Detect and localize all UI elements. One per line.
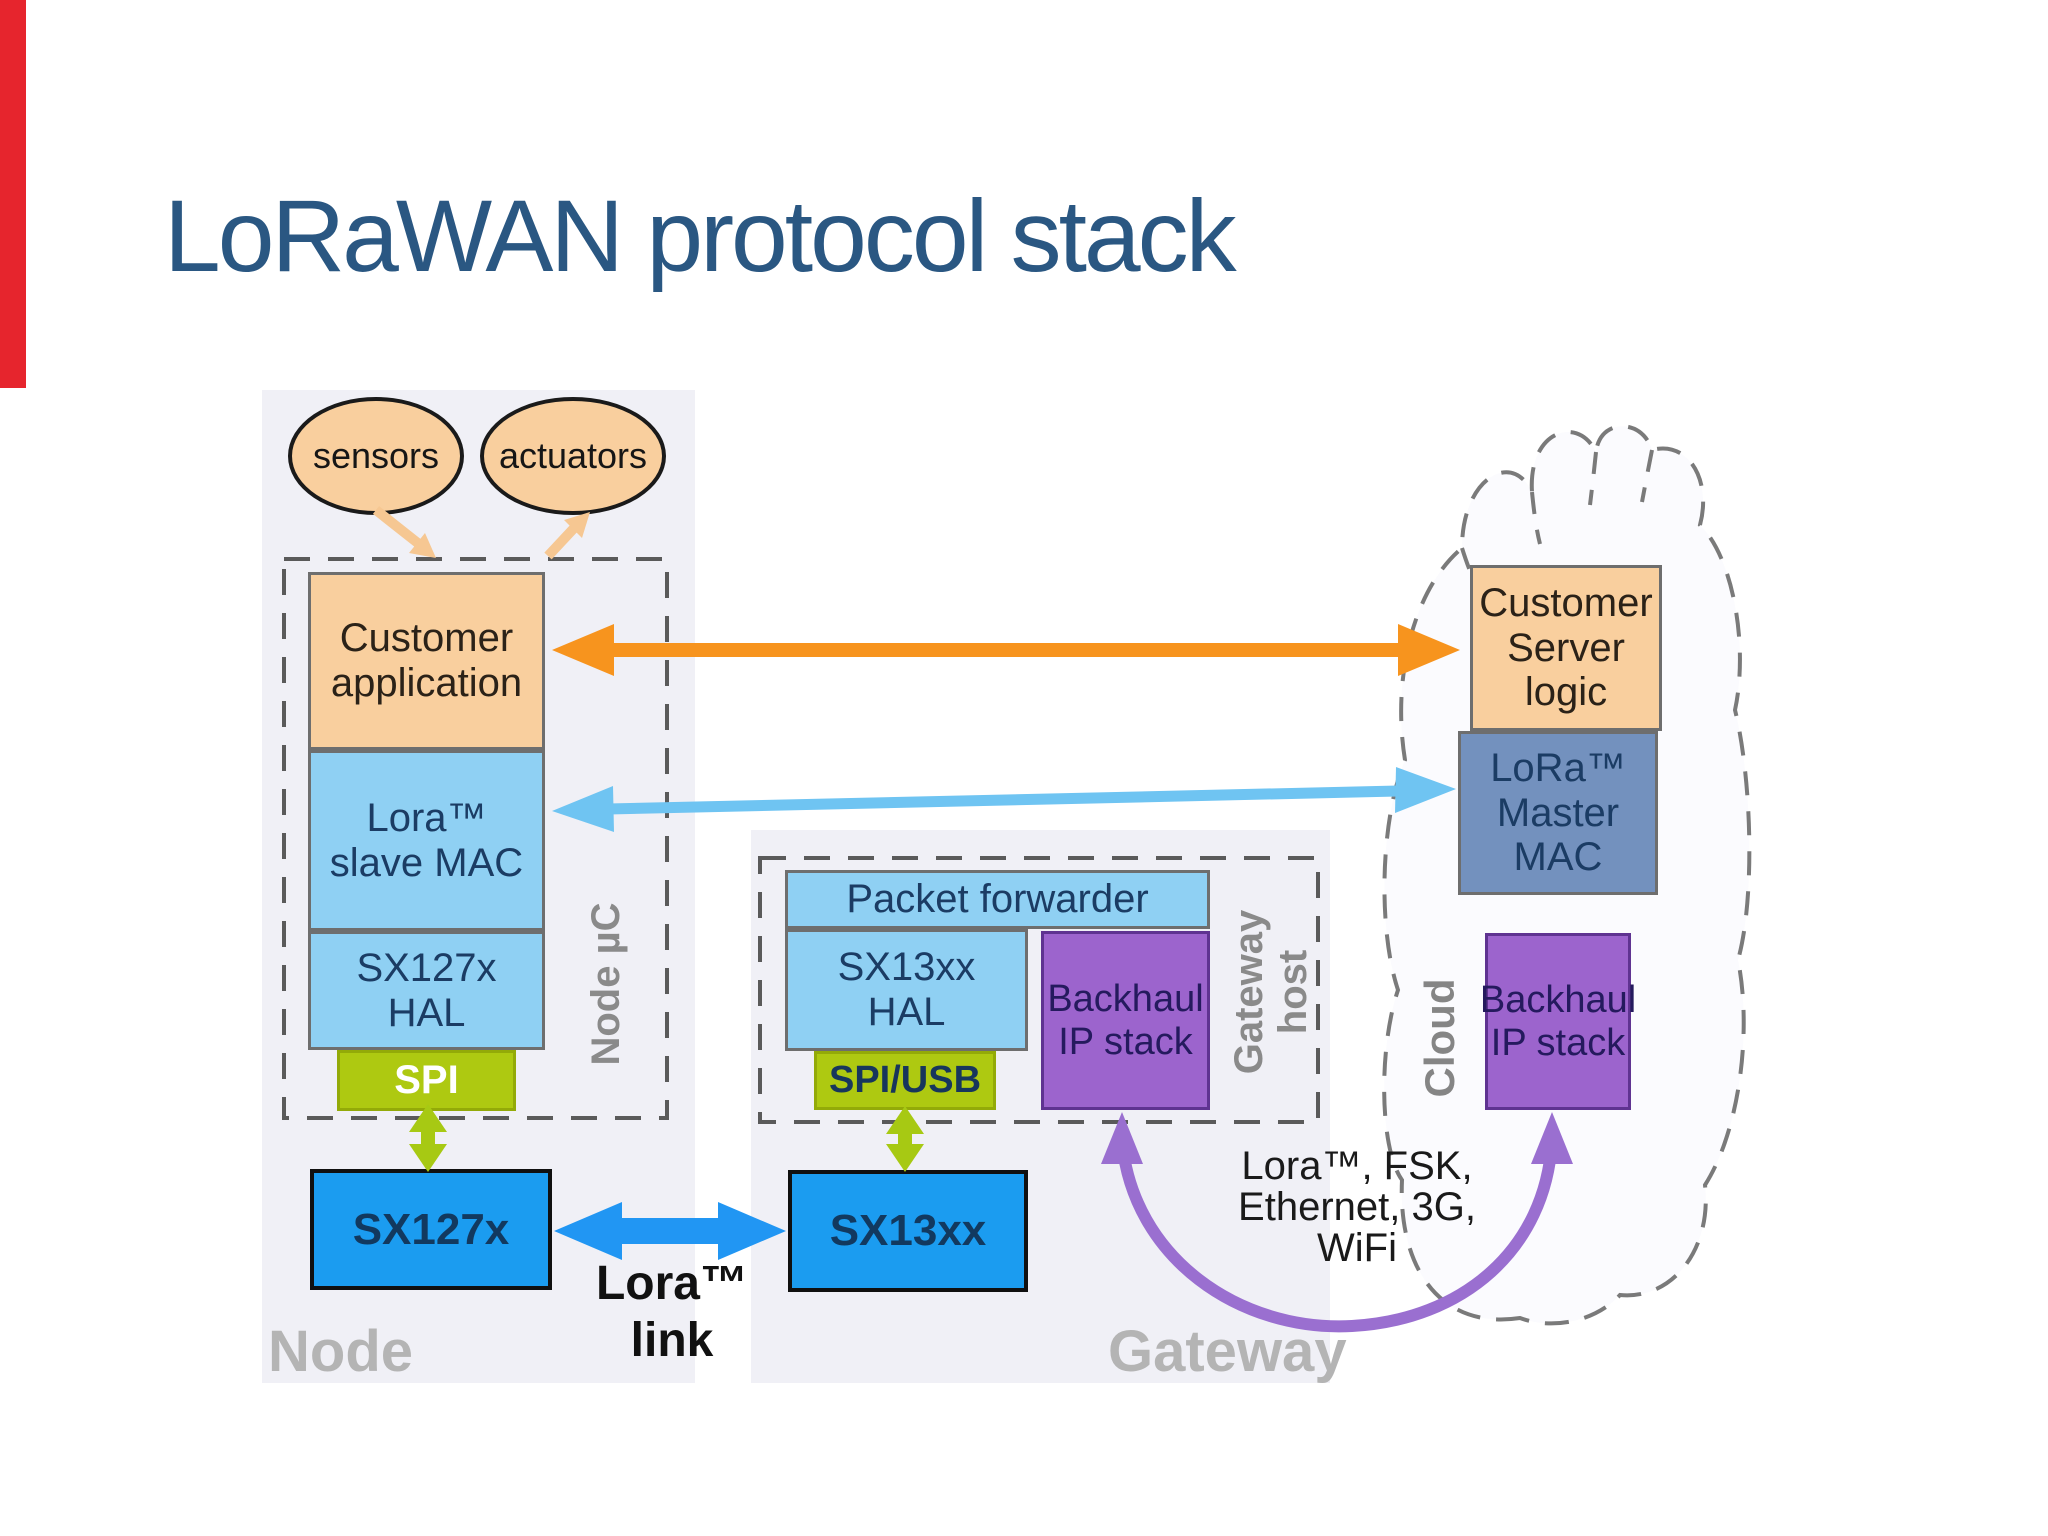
node-mcu-label: Node µC [584,902,628,1066]
actuators-ellipse: actuators [480,397,666,515]
cloud-backhaul-ip-stack-box: Backhaul IP stack [1480,933,1636,1110]
lora-link-label: Lora™ link [595,1257,748,1367]
packet-forwarder-box: Packet forwarder [785,870,1210,929]
gateway-host-label: Gateway host [1227,909,1315,1075]
spi-usb-box: SPI/USB [814,1051,996,1110]
lora-master-mac-box: LoRa™ Master MAC [1458,731,1658,895]
sensors-ellipse: sensors [288,397,464,515]
sensors-label: sensors [312,435,440,476]
sx13xx-chip-box: SX13xx [788,1170,1028,1292]
actuators-label: actuators [498,435,648,476]
spi-box: SPI [337,1050,516,1111]
gateway-region-label: Gateway [1108,1319,1347,1384]
sx13xx-hal-box: SX13xx HAL [785,929,1028,1051]
sx127x-hal-box: SX127x HAL [308,931,545,1050]
cloud-label: Cloud [1415,978,1463,1098]
customer-application-box: Customer application [308,572,545,750]
customer-server-logic-box: Customer Server logic [1470,565,1662,731]
slide-accent-bar [0,0,26,388]
node-region-label: Node [268,1319,413,1384]
slide-title: LoRaWAN protocol stack [164,179,1237,293]
backhaul-options-label: Lora™, FSK, Ethernet, 3G, WiFi [1238,1144,1476,1271]
lora-slave-mac-box: Lora™ slave MAC [308,750,545,931]
sx127x-chip-box: SX127x [310,1169,552,1290]
gateway-backhaul-ip-stack-box: Backhaul IP stack [1041,931,1210,1110]
